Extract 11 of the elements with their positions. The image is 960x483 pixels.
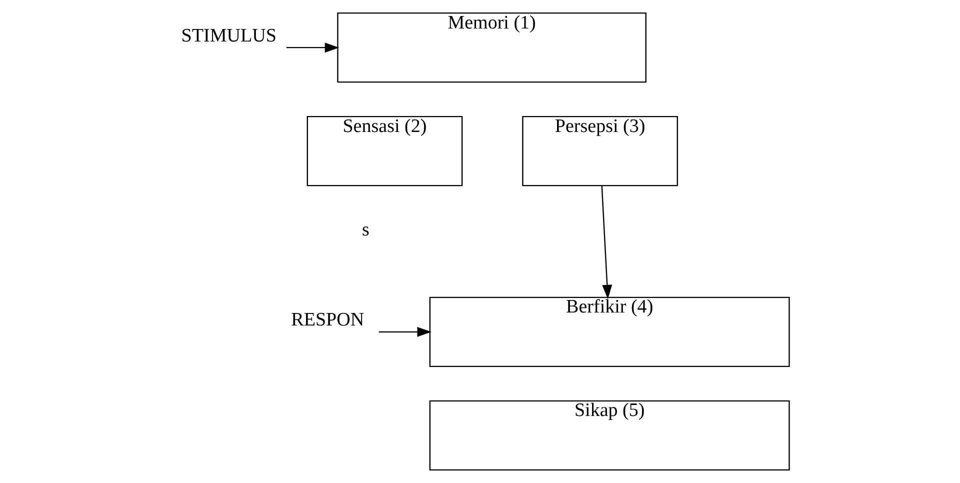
label: s (361, 219, 369, 240)
node-box: Sikap (5) (428, 400, 790, 471)
arrow (600, 186, 612, 300)
node-text: RESPON (290, 310, 364, 331)
node-box: Sensasi (2) (306, 116, 462, 186)
arrow (378, 326, 432, 337)
arrow (286, 42, 339, 53)
node-box: Memori (1) (336, 12, 646, 83)
node-text: STIMULUS (180, 25, 276, 46)
node-box: Persepsi (3) (522, 116, 678, 186)
node-box: Berfikir (4) (428, 296, 790, 368)
